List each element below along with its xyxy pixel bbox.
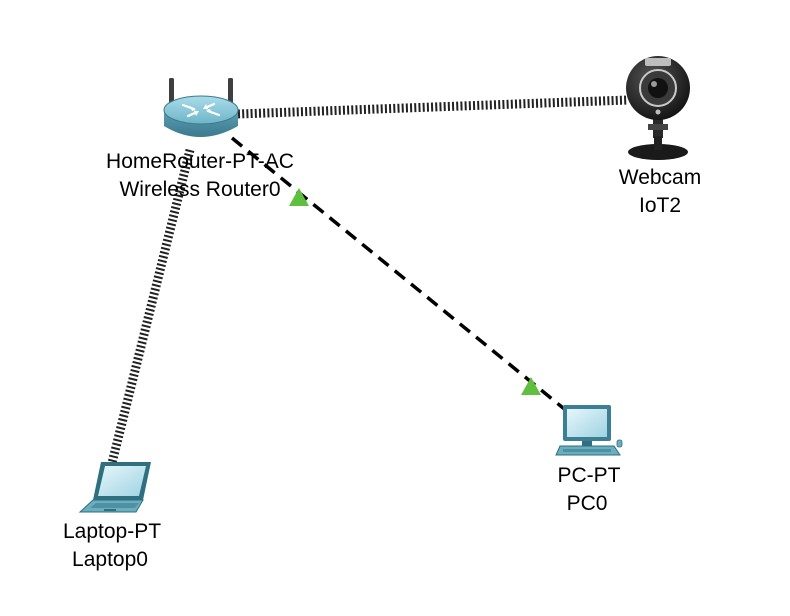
pc-name-label: PC0 bbox=[567, 492, 608, 515]
device-webcam[interactable]: Webcam IoT2 bbox=[619, 56, 701, 217]
laptop-name-label: Laptop0 bbox=[72, 548, 148, 571]
laptop-icon bbox=[78, 462, 151, 513]
wireless-link-router-laptop[interactable] bbox=[107, 148, 195, 465]
device-router[interactable]: HomeRouter-PT-AC Wireless Router0 bbox=[106, 78, 294, 201]
pc-icon bbox=[555, 405, 623, 456]
webcam-model-label: Webcam bbox=[619, 166, 701, 189]
laptop-model-label: Laptop-PT bbox=[63, 520, 161, 543]
pc-model-label: PC-PT bbox=[558, 464, 621, 487]
wireless-router-icon bbox=[163, 78, 239, 137]
ethernet-link-router-pc[interactable] bbox=[230, 136, 570, 414]
wireless-link-router-webcam[interactable] bbox=[237, 95, 629, 119]
webcam-name-label: IoT2 bbox=[639, 194, 681, 217]
links-layer bbox=[107, 95, 629, 465]
device-pc[interactable]: PC-PT PC0 bbox=[555, 405, 623, 515]
router-name-label: Wireless Router0 bbox=[119, 178, 280, 201]
device-laptop[interactable]: Laptop-PT Laptop0 bbox=[63, 462, 161, 571]
link-up-indicator-pc-side bbox=[521, 377, 541, 395]
router-model-label: HomeRouter-PT-AC bbox=[106, 150, 294, 173]
link-up-indicator-router-side bbox=[289, 188, 309, 206]
webcam-icon bbox=[626, 56, 690, 160]
